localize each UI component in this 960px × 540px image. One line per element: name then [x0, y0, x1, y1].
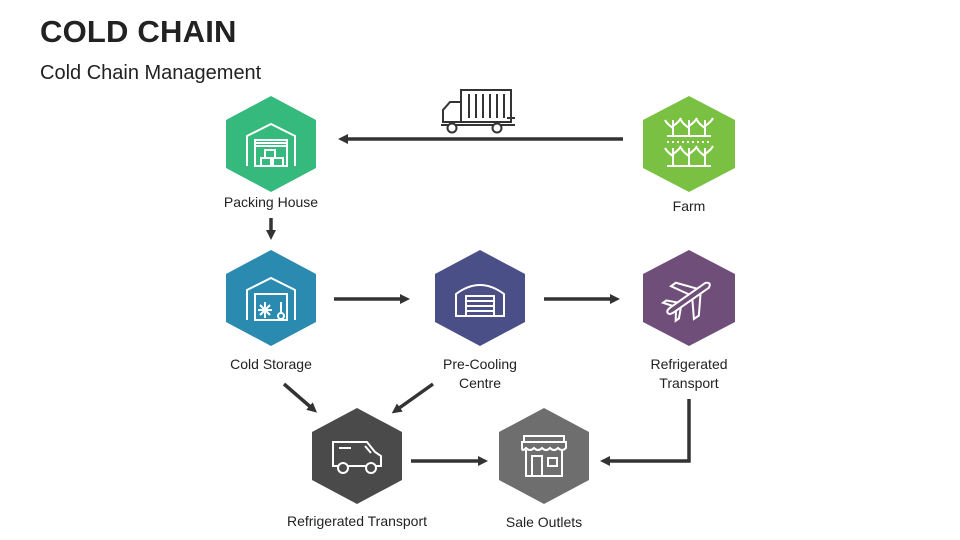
label-refrigerated-transport-air: Refrigerated Transport: [604, 355, 774, 393]
label-pre-cooling-line2: Centre: [458, 375, 502, 391]
hexagon-sale-outlets: [499, 408, 589, 504]
garage-icon: [455, 284, 505, 317]
node-refrigerated-transport-road: [312, 408, 402, 504]
page-title: COLD CHAIN: [40, 14, 237, 49]
arrow-air-transport-to-sale-outlets: [600, 399, 691, 466]
hexagon-refrigerated-transport-air: [643, 250, 735, 346]
truck-icon: [441, 89, 515, 134]
node-pre-cooling: [435, 250, 525, 346]
warehouse-boxes-icon: [246, 122, 296, 167]
shop-icon: [521, 435, 567, 477]
airplane-icon: [660, 281, 711, 323]
hexagon-cold-storage: [226, 250, 316, 346]
arrows: [266, 134, 691, 466]
label-packing-house: Packing House: [223, 194, 319, 210]
node-farm: [643, 96, 735, 192]
page-subtitle: Cold Chain Management: [40, 62, 262, 84]
van-icon: [332, 441, 382, 474]
label-air-line2: Transport: [659, 375, 719, 391]
label-cold-storage: Cold Storage: [230, 356, 312, 372]
label-air-line1: Refrigerated: [650, 356, 728, 372]
snowflake-warehouse-icon: [246, 276, 296, 321]
node-packing-house: [226, 96, 316, 192]
label-pre-cooling-line1: Pre-Cooling: [443, 356, 517, 372]
plants-icon: [664, 117, 714, 167]
hexagon-refrigerated-transport-road: [312, 408, 402, 504]
node-refrigerated-transport-air: [643, 250, 735, 346]
hexagon-pre-cooling: [435, 250, 525, 346]
node-cold-storage: [226, 250, 316, 346]
label-pre-cooling: Pre-Cooling Centre: [395, 355, 565, 393]
arrow-precooling-to-road-transport: [391, 382, 435, 414]
label-sale-outlets: Sale Outlets: [505, 514, 583, 530]
arrow-cold-storage-to-road-transport: [282, 382, 318, 413]
hexagon-farm: [643, 96, 735, 192]
node-sale-outlets: [499, 408, 589, 504]
label-refrigerated-transport-road: Refrigerated Transport: [286, 513, 428, 529]
label-farm: Farm: [672, 198, 706, 214]
